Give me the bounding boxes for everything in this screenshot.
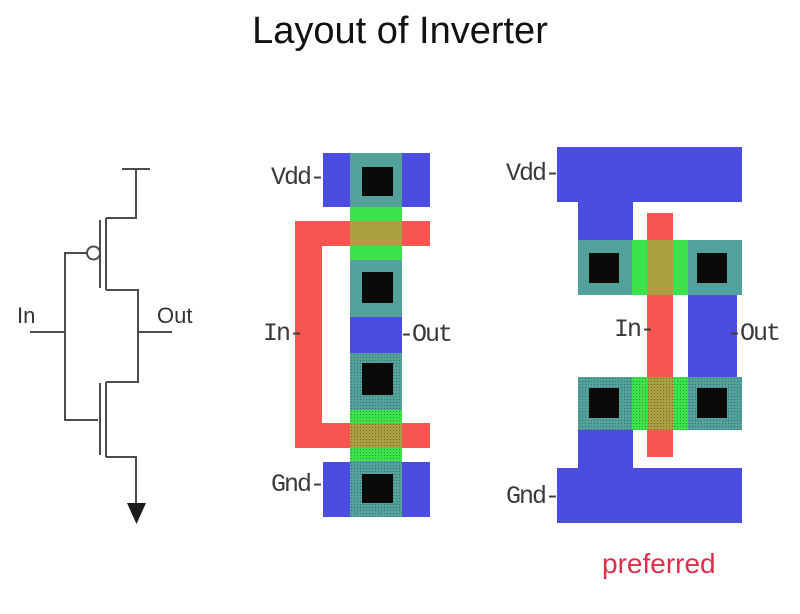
pmos-select-strip	[673, 240, 688, 295]
in-label: In-	[263, 319, 304, 348]
contact-gnd	[589, 388, 619, 418]
contact-pmos-drain	[697, 253, 727, 283]
vdd-label: Vdd-	[506, 159, 560, 188]
contact-nmos-drain	[362, 363, 393, 395]
contact-vdd	[362, 167, 393, 196]
contact-nmos-drain	[697, 388, 727, 418]
pmos-gate-crossing	[350, 221, 402, 246]
pmos-inversion-bubble	[86, 245, 101, 261]
schematic-out-label: Out	[157, 303, 192, 328]
input-wire	[30, 252, 98, 421]
vdd-metal-rail	[557, 147, 742, 202]
gnd-metal-stub	[578, 430, 633, 468]
vdd-metal-stub	[578, 202, 633, 240]
nmos-select-strip	[632, 377, 647, 430]
pmos-gate-crossing	[647, 240, 673, 295]
out-label: -Out	[727, 319, 781, 348]
vdd-wire	[106, 168, 150, 219]
layout-middle: Vdd- In- -Out Gnd-	[255, 130, 470, 530]
page-title: Layout of Inverter	[252, 10, 548, 52]
vdd-label: Vdd-	[271, 163, 325, 192]
nmos-gate-crossing	[647, 377, 673, 430]
nmos-select-strip	[673, 377, 688, 430]
nmos-select-strip	[350, 410, 402, 423]
contact-pmos-drain	[362, 272, 393, 303]
gnd-wire	[106, 456, 137, 504]
gnd-label: Gnd-	[506, 482, 560, 511]
out-label: -Out	[399, 320, 453, 349]
schematic-in-label: In	[17, 303, 35, 328]
nmos-select-strip	[350, 448, 402, 461]
layout-right-preferred: Vdd- In- -Out Gnd- preferred	[490, 130, 800, 600]
in-label: In-	[614, 315, 655, 344]
nmos-gate-crossing	[350, 423, 402, 448]
pmos-select-strip	[632, 240, 647, 295]
gnd-label: Gnd-	[271, 470, 325, 499]
out-metal	[688, 295, 737, 377]
preferred-caption: preferred	[602, 548, 716, 579]
gnd-arrow-icon	[127, 503, 146, 524]
inverter-schematic: In Out	[17, 168, 192, 524]
pmos-select-strip	[350, 246, 402, 260]
contact-vdd	[589, 253, 619, 283]
contact-gnd	[362, 474, 393, 503]
output-wire	[106, 289, 172, 383]
pmos-select-strip	[350, 207, 402, 221]
poly-left-bar	[295, 221, 322, 448]
out-metal	[350, 317, 402, 353]
gnd-metal-rail	[557, 468, 742, 523]
